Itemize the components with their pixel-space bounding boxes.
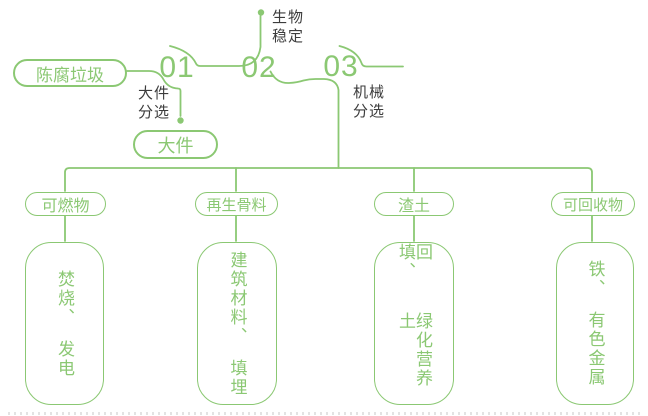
source-label: 陈腐垃圾 <box>36 65 104 85</box>
output-box-combustibles: 焚烧、 发电 <box>25 242 104 405</box>
label-line: 分选 <box>353 103 386 120</box>
wire-source-to-01 <box>126 70 182 117</box>
label-line: 机械 <box>353 84 386 101</box>
branch-bus-line <box>64 167 593 192</box>
branch-label: 渣土 <box>397 198 430 215</box>
branch-pill-recycled-aggregate: 再生骨料 <box>195 192 278 216</box>
label-line: 稳定 <box>272 28 305 45</box>
label-line: 生物 <box>272 9 305 26</box>
bulky-label: 大件 <box>157 135 194 156</box>
output-text: 铁、 <box>585 260 605 298</box>
label-line: 分选 <box>138 104 171 121</box>
step-number-02: 02 <box>241 51 277 84</box>
bio-connection-dot <box>257 9 265 16</box>
output-text: 回填、 <box>396 243 432 281</box>
branch-label: 可燃物 <box>41 198 90 215</box>
output-text: 有色金属 <box>585 311 605 387</box>
bulky-pill: 大件 <box>133 130 218 159</box>
step-number-01: 01 <box>159 51 195 84</box>
branch-pill-recyclables: 可回收物 <box>551 192 635 216</box>
wire-01-to-02-with-bio-branch <box>169 15 262 67</box>
step-number-03: 03 <box>323 50 359 83</box>
step-label-mechanical-sorting: 机械 分选 <box>353 83 385 121</box>
output-box-recycled-aggregate: 建筑材料、 填埋 <box>197 242 277 405</box>
output-text: 绿化营养土 <box>396 311 432 388</box>
branch-pill-combustibles: 可燃物 <box>25 192 106 216</box>
step-label-bio-stabilize: 生物 稳定 <box>272 8 304 46</box>
bulky-connection-dot <box>177 117 184 124</box>
branch-pill-slag-soil: 渣土 <box>374 192 454 216</box>
output-text: 填埋 <box>227 358 247 397</box>
wire-03-exit <box>338 45 404 68</box>
label-line: 大件 <box>138 85 171 102</box>
branch-label: 可回收物 <box>562 196 623 214</box>
output-box-slag-soil: 回填、 绿化营养土 <box>374 242 454 405</box>
output-text: 焚烧、 <box>55 269 74 327</box>
step-label-bulky-sorting: 大件 分选 <box>138 84 170 122</box>
output-text: 建筑材料、 <box>227 250 247 346</box>
output-text: 发电 <box>55 339 74 378</box>
output-box-recyclables: 铁、 有色金属 <box>556 242 634 405</box>
cropped-bottom-content <box>8 412 642 415</box>
source-pill: 陈腐垃圾 <box>13 59 127 87</box>
wire-02-to-03-and-down <box>269 70 340 169</box>
branch-label: 再生骨料 <box>206 196 267 214</box>
